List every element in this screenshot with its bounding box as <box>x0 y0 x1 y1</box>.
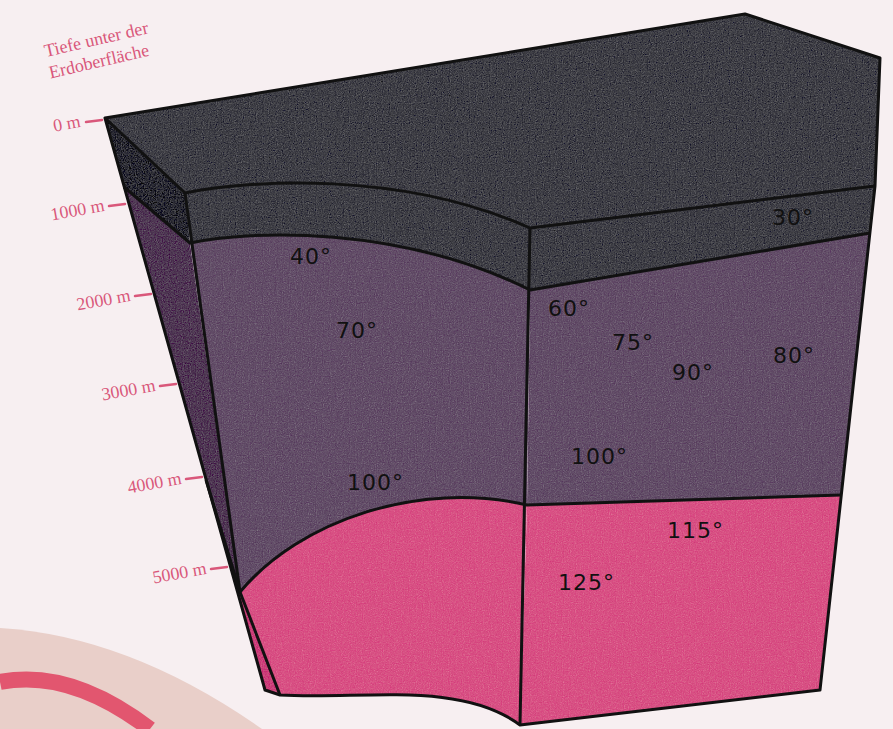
depth-tick <box>135 294 151 296</box>
layer-boundary <box>124 187 870 290</box>
temperature-label: 75° <box>612 332 654 354</box>
temperature-label: 30° <box>772 207 814 229</box>
depth-tick <box>211 567 227 569</box>
middle-layer-right <box>527 233 870 505</box>
depth-tick <box>109 204 125 206</box>
left-edge <box>185 193 280 695</box>
rock-layers <box>105 14 880 725</box>
temperature-label: 90° <box>672 362 714 384</box>
deep-layer-right <box>520 495 841 725</box>
depth-ticks <box>86 120 227 569</box>
temperature-label: 100° <box>571 446 628 468</box>
depth-label: 0 m <box>52 112 83 136</box>
granite-patch <box>0 628 262 729</box>
depth-label: 5000 m <box>152 559 209 588</box>
block-outline <box>105 14 880 725</box>
deep-layer-front <box>240 498 527 725</box>
axis-title: Tiefe unter der Erdoberfläche <box>42 8 198 84</box>
corner-decoration <box>0 628 262 729</box>
temperature-label: 100° <box>347 472 404 494</box>
depth-label: 4000 m <box>127 469 184 498</box>
depth-label: 2000 m <box>76 286 133 315</box>
center-edge <box>520 228 530 725</box>
temperature-label: 60° <box>548 298 590 320</box>
top-edge <box>105 118 875 228</box>
temperature-label: 40° <box>290 246 332 268</box>
depth-tick <box>186 477 202 479</box>
depth-label: 3000 m <box>101 376 158 405</box>
temperature-label: 80° <box>773 345 815 367</box>
temperature-label: 70° <box>336 320 378 342</box>
pink-stripe <box>0 679 150 729</box>
block-outlines <box>105 14 880 725</box>
layer-boundary <box>206 480 841 592</box>
temperature-label: 125° <box>558 572 615 594</box>
depth-tick <box>86 120 102 122</box>
depth-tick <box>160 384 176 386</box>
temperature-label: 115° <box>667 520 724 542</box>
depth-label: 1000 m <box>50 196 107 225</box>
